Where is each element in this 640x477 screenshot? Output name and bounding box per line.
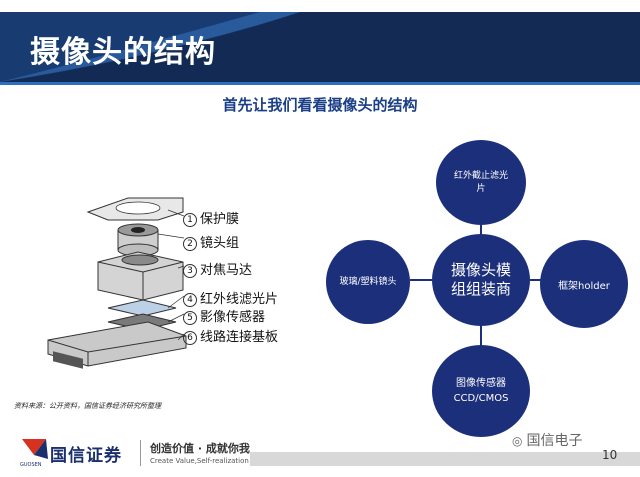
logo-text: 国信证券 [50, 446, 122, 466]
watermark: ◎国信电子 [512, 430, 582, 450]
source-note: 资料来源：公开资料，国信证券经济研究所整理 [14, 402, 161, 410]
callout-label: 对焦马达 [200, 263, 253, 278]
node-lens: 玻璃/塑料镜头 [326, 240, 410, 324]
callout-label: 影像传感器 [200, 310, 266, 325]
callout-number: 6 [183, 330, 197, 345]
focus-motor-shape [97, 251, 184, 301]
callout-label: 线路连接基板 [200, 330, 279, 345]
slogan: 创造价值 · 成就你我 [150, 442, 250, 455]
node-holder-label: 框架holder [558, 280, 610, 292]
node-image-sensor: 图像传感器CCD/CMOS [432, 345, 530, 437]
callout-number: 3 [183, 263, 197, 278]
node-holder: 框架holder [540, 240, 628, 328]
callout-number: 4 [183, 292, 197, 307]
slogan-english: Create Value,Self-realization [150, 457, 249, 465]
ir-filter-shape [107, 299, 177, 317]
footer-bar [250, 452, 640, 466]
slide-subtitle: 首先让我们看看摄像头的结构 [222, 96, 418, 114]
callout-number: 1 [183, 212, 197, 227]
circuit-board-shape [47, 321, 187, 369]
node-ir-cut-filter-label: 红外截止滤光片 [453, 170, 508, 194]
logo-subtext: GUOSEN [20, 462, 42, 468]
node-ir-cut-filter: 红外截止滤光片 [436, 140, 526, 225]
camera-exploded-diagram [47, 197, 187, 369]
slide-title: 摄像头的结构 [30, 35, 216, 70]
callout-number: 2 [183, 236, 197, 251]
node-center-assembler: 摄像头模组组装商 [432, 234, 530, 326]
guosen-logo-icon [22, 439, 48, 459]
footer-divider [140, 440, 141, 466]
lens-group-shape [117, 223, 159, 257]
slide-header: 摄像头的结构 [0, 0, 640, 88]
wechat-icon: ◎ [512, 434, 523, 448]
callout-label: 红外线滤光片 [200, 292, 279, 307]
watermark-text: 国信电子 [526, 433, 583, 449]
callout-number: 5 [183, 310, 197, 325]
callout-label: 保护膜 [200, 212, 240, 227]
header-underline [0, 82, 640, 85]
callout-label: 镜头组 [200, 236, 240, 251]
page-number: 10 [602, 448, 618, 462]
header-swoosh [0, 12, 300, 82]
node-center-label: 摄像头模组组装商 [451, 261, 512, 298]
node-image-sensor-label: 图像传感器CCD/CMOS [453, 378, 509, 404]
node-lens-label: 玻璃/塑料镜头 [339, 276, 397, 287]
